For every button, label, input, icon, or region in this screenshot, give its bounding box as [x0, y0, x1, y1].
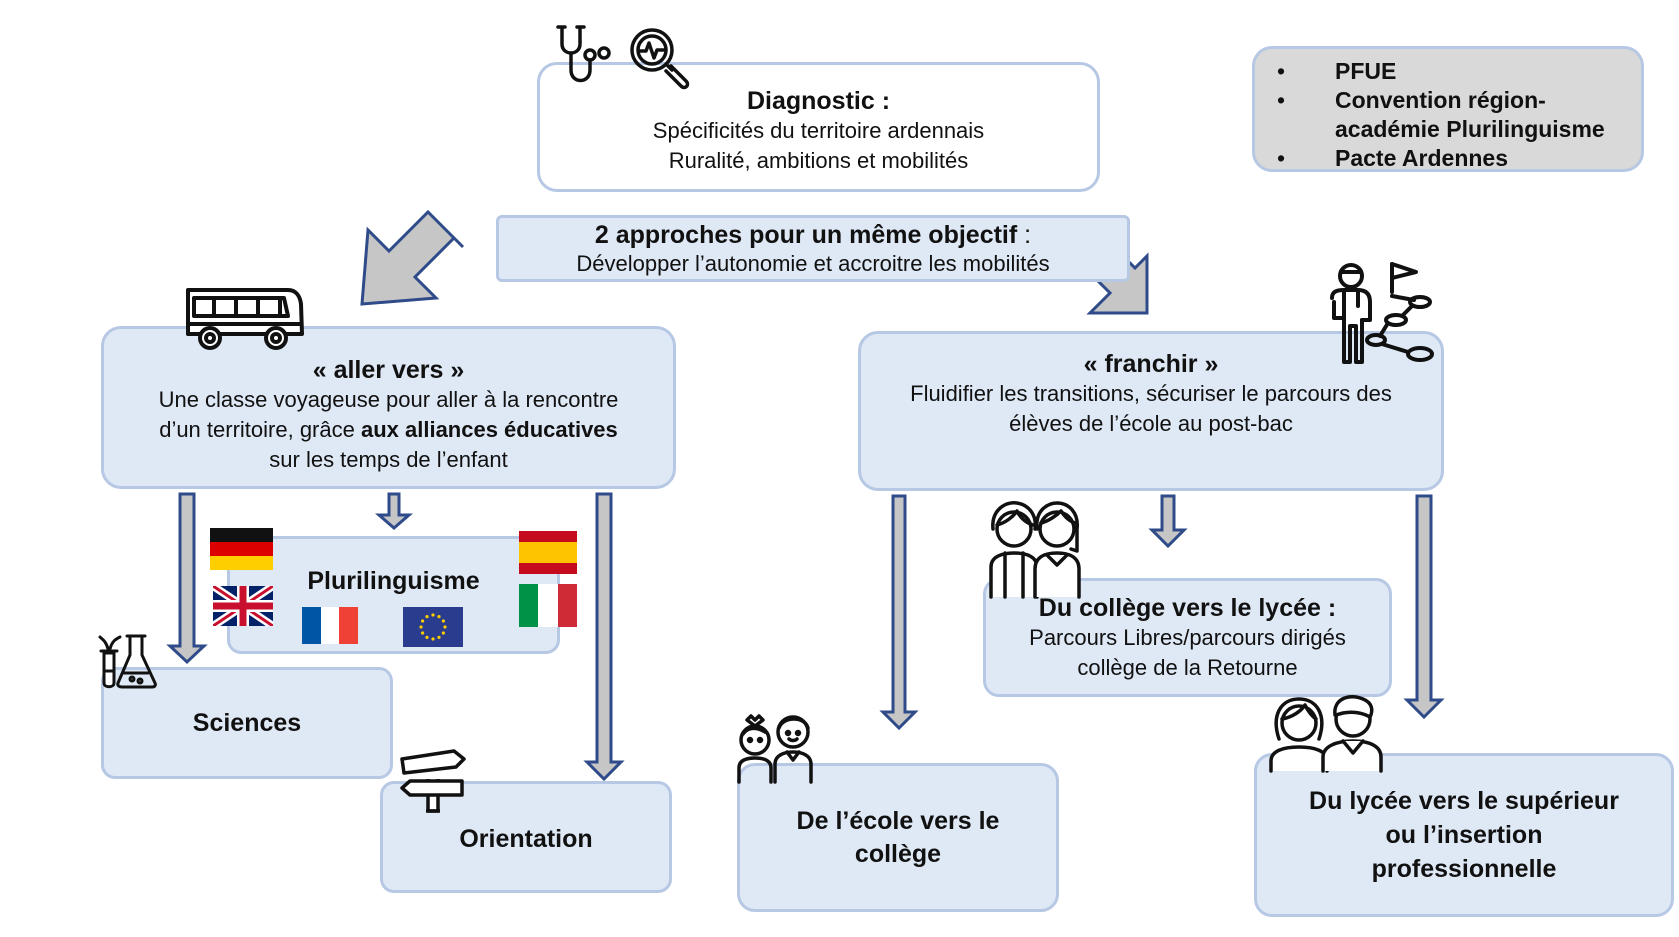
aller-vers-line2: d’un territoire, grâce aux alliances édu…: [159, 415, 618, 445]
diagnostic-box: Diagnostic : Spécificités du territoire …: [537, 62, 1100, 192]
objective-box: 2 approches pour un même objectif : Déve…: [496, 215, 1130, 282]
framework-item: Convention région-académie Plurilinguism…: [1277, 86, 1635, 144]
young-adults-icon: [1269, 694, 1383, 773]
eu-star: [443, 625, 447, 629]
college-lycee-line1: Parcours Libres/parcours dirigés: [1029, 624, 1346, 650]
eu-star: [425, 635, 429, 639]
eu-stars: [419, 613, 447, 641]
magnifier-heartbeat-icon: [630, 28, 690, 90]
eu-star: [431, 613, 435, 617]
objective-line: Développer l’autonomie et accroitre les …: [576, 250, 1050, 276]
eu-flag: [403, 607, 463, 647]
diagnostic-line2: Ruralité, ambitions et mobilités: [668, 148, 969, 173]
eu-star: [441, 619, 445, 623]
franchir-line1: Fluidifier les transitions, sécuriser le…: [910, 381, 1392, 406]
franchir-line2: élèves de l’école au post-bac: [1009, 411, 1293, 436]
teacher-path-icon: [1330, 262, 1434, 364]
eu-star: [421, 619, 425, 623]
objective-title: 2 approches pour un même objectif: [594, 220, 1018, 249]
eu-star: [421, 631, 425, 635]
aller-vers-line2-bold: aux alliances éducatives: [360, 416, 618, 442]
ecole-college-line1: De l’école vers le: [796, 806, 1000, 835]
germany-flag: [210, 528, 273, 570]
chemistry-flasks-icon: [98, 634, 157, 689]
arrow-to-ecole-college: [879, 494, 919, 731]
signpost-icon: [400, 749, 466, 813]
frameworks-list: PFUE Convention région-académie Plurilin…: [1277, 57, 1635, 173]
college-lycee-title: Du collège vers le lycée :: [1038, 593, 1337, 622]
sciences-label: Sciences: [192, 709, 302, 737]
lycee-sup-line2: ou l’insertion: [1385, 821, 1543, 849]
lycee-sup-line1: Du lycée vers le supérieur: [1309, 787, 1619, 815]
children-icon: [737, 714, 813, 784]
eu-star: [437, 635, 441, 639]
lycee-sup-line3: professionnelle: [1371, 855, 1557, 883]
spain-flag: [519, 531, 577, 574]
france-flag: [302, 607, 358, 644]
ecole-college-box: De l’école vers le collège: [737, 763, 1059, 912]
aller-vers-line1: Une classe voyageuse pour aller à la ren…: [158, 386, 619, 412]
diagnostic-line1: Spécificités du territoire ardennais: [652, 118, 985, 143]
italy-flag: [519, 584, 577, 627]
orientation-label: Orientation: [459, 825, 593, 853]
plurilinguisme-box: Plurilinguisme: [227, 536, 560, 654]
uk-flag: [213, 586, 273, 626]
bus-icon: [186, 288, 304, 350]
franchir-title: « franchir »: [1083, 350, 1219, 378]
aller-vers-line3: sur les temps de l’enfant: [269, 446, 508, 472]
eu-star: [437, 615, 441, 619]
stethoscope-icon: [556, 25, 611, 83]
framework-item: Pacte Ardennes: [1277, 144, 1635, 173]
college-lycee-line2: collège de la Retourne: [1077, 654, 1298, 680]
objective-title-colon: :: [1017, 220, 1032, 249]
aller-vers-title: « aller vers »: [312, 355, 465, 384]
ecole-college-line2: collège: [854, 839, 942, 868]
arrow-to-college-lycee: [1148, 494, 1188, 549]
college-lycee-box: Du collège vers le lycée : Parcours Libr…: [983, 578, 1392, 697]
arrow-to-orientation: [583, 492, 625, 782]
framework-item: PFUE: [1277, 57, 1635, 86]
aller-vers-line2-text: d’un territoire, grâce: [159, 416, 361, 442]
frameworks-box: PFUE Convention région-académie Plurilin…: [1252, 46, 1644, 173]
arrow-to-lycee-sup: [1403, 494, 1445, 720]
eu-star: [425, 615, 429, 619]
eu-star: [431, 637, 435, 641]
plurilinguisme-label: Plurilinguisme: [307, 567, 480, 595]
franchir-box: « franchir » Fluidifier les transitions,…: [858, 331, 1444, 491]
teenagers-icon: [989, 500, 1081, 599]
eu-star: [441, 631, 445, 635]
lycee-sup-box: Du lycée vers le supérieur ou l’insertio…: [1254, 753, 1674, 917]
arrow-to-plurilinguisme: [374, 492, 414, 530]
arrow-to-aller-vers: [360, 209, 465, 306]
aller-vers-box: « aller vers » Une classe voyageuse pour…: [101, 326, 676, 489]
eu-star: [419, 625, 423, 629]
diagnostic-title: Diagnostic :: [746, 87, 891, 115]
arrow-to-sciences: [166, 492, 208, 665]
